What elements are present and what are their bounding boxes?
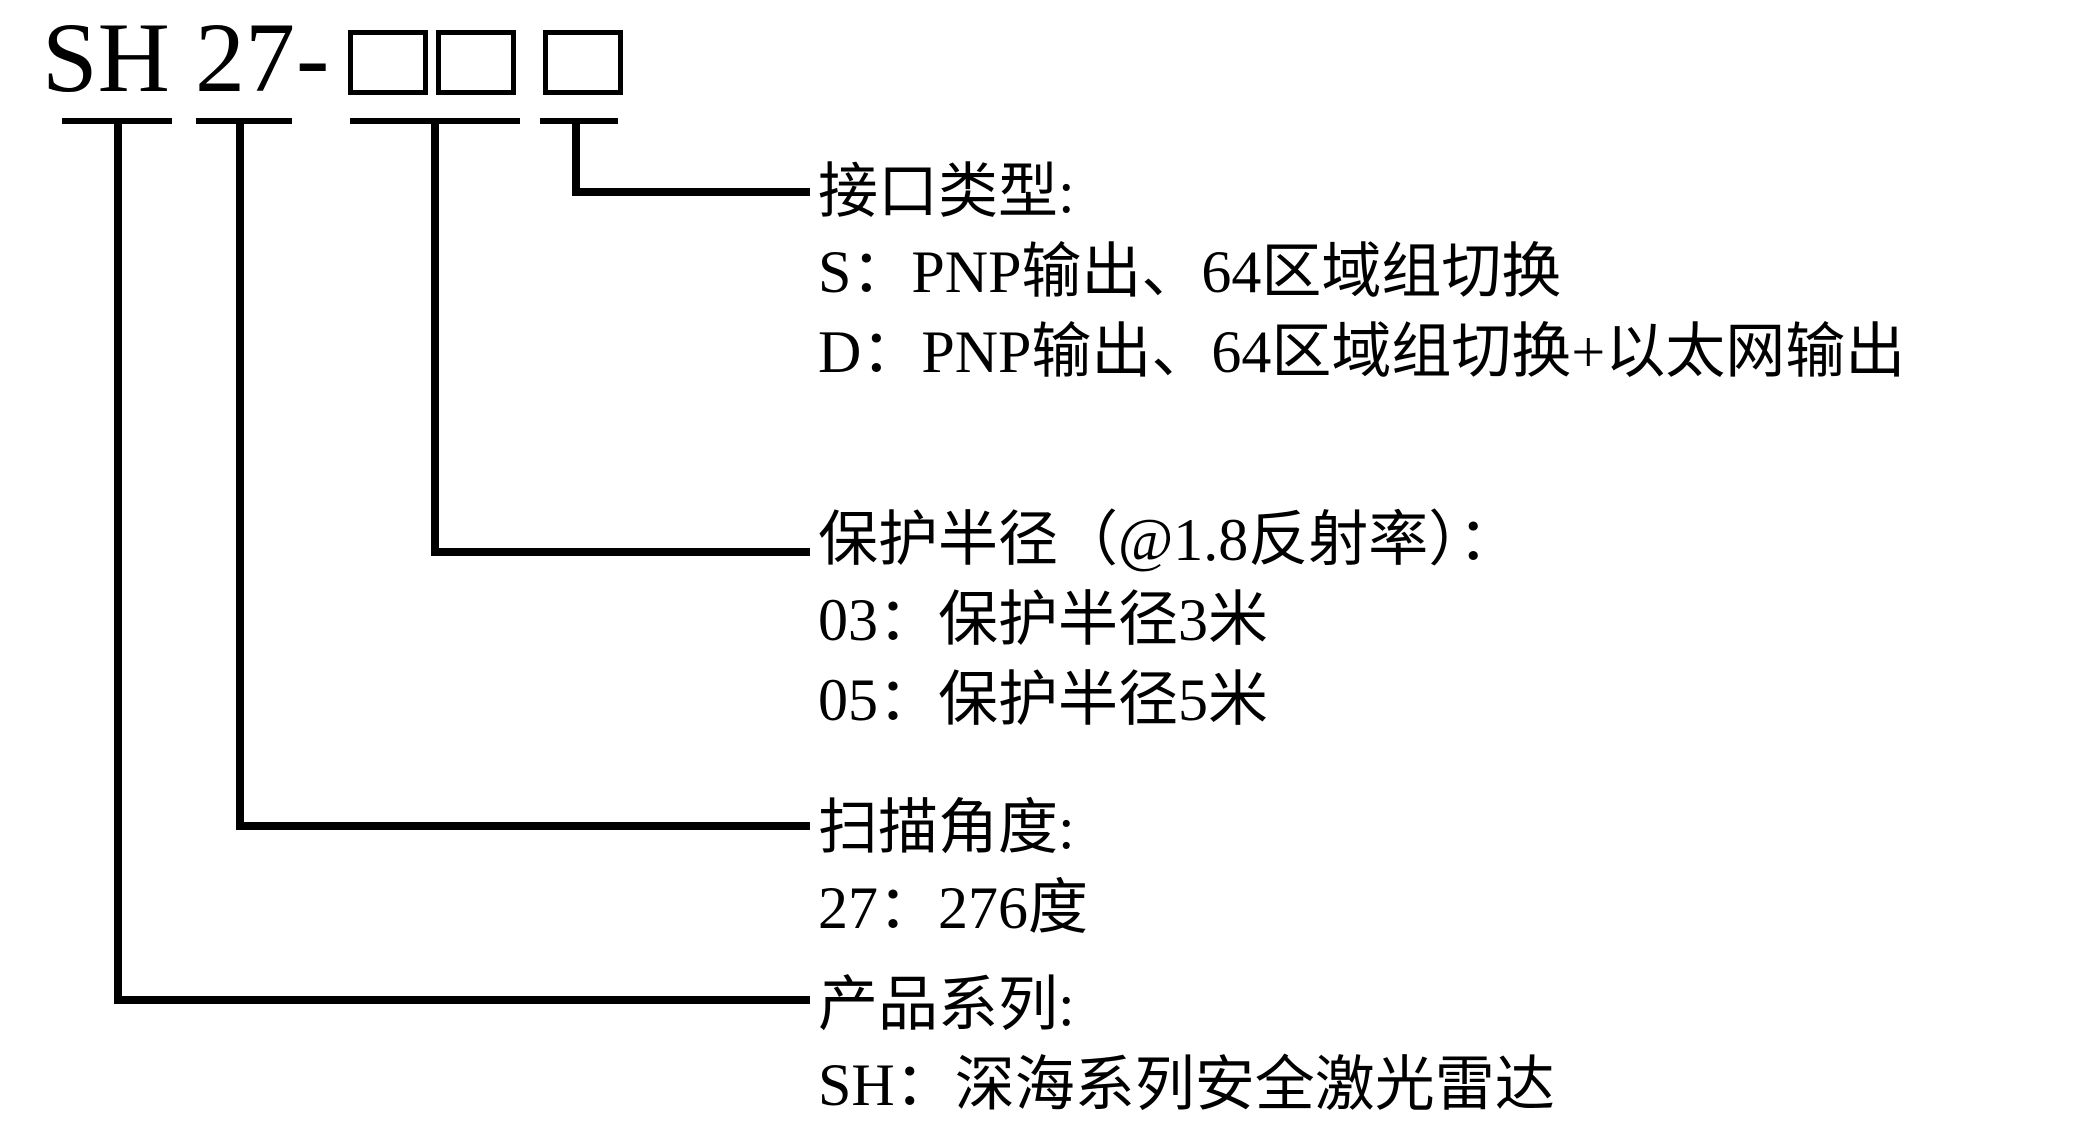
series-leader-vertical xyxy=(114,118,122,1004)
product-series-title: 产品系列: xyxy=(818,972,1075,1038)
interface-placeholder-box xyxy=(543,30,623,95)
interface-leader-horizontal xyxy=(572,188,810,196)
angle-leader-vertical xyxy=(236,118,244,830)
scan-angle-group: 扫描角度: 27：276度 xyxy=(818,788,1088,948)
series-leader-horizontal xyxy=(114,996,810,1004)
series-option-sh: SH：深海系列安全激光雷达 xyxy=(818,1052,1555,1118)
interface-option-d: D：PNP输出、64区域组切换+以太网输出 xyxy=(818,319,1906,385)
code-angle: 27 xyxy=(195,2,295,113)
interface-type-group: 接口类型: S：PNP输出、64区域组切换 D：PNP输出、64区域组切换+以太… xyxy=(818,152,1905,392)
protection-radius-title: 保护半径（@1.8反射率）： xyxy=(818,507,1519,573)
product-series-group: 产品系列: SH：深海系列安全激光雷达 xyxy=(818,965,1555,1125)
angle-leader-horizontal xyxy=(236,822,810,830)
interface-option-s: S：PNP输出、64区域组切换 xyxy=(818,239,1562,305)
interface-type-title: 接口类型: xyxy=(818,159,1075,225)
code-dash: - xyxy=(296,2,330,113)
angle-option-27: 27：276度 xyxy=(818,875,1088,941)
radius-leader-horizontal xyxy=(431,548,810,556)
radius-option-03: 03：保护半径3米 xyxy=(818,587,1268,653)
scan-angle-title: 扫描角度: xyxy=(818,795,1075,861)
angle-underline xyxy=(196,118,292,124)
code-prefix: SH xyxy=(42,2,170,113)
interface-leader-vertical xyxy=(572,118,580,196)
radius-option-05: 05：保护半径5米 xyxy=(818,667,1268,733)
radius-leader-vertical xyxy=(431,118,439,556)
protection-radius-group: 保护半径（@1.8反射率）： 03：保护半径3米 05：保护半径5米 xyxy=(818,500,1518,740)
radius-placeholder-box-1 xyxy=(348,30,428,95)
radius-placeholder-box-2 xyxy=(436,30,516,95)
